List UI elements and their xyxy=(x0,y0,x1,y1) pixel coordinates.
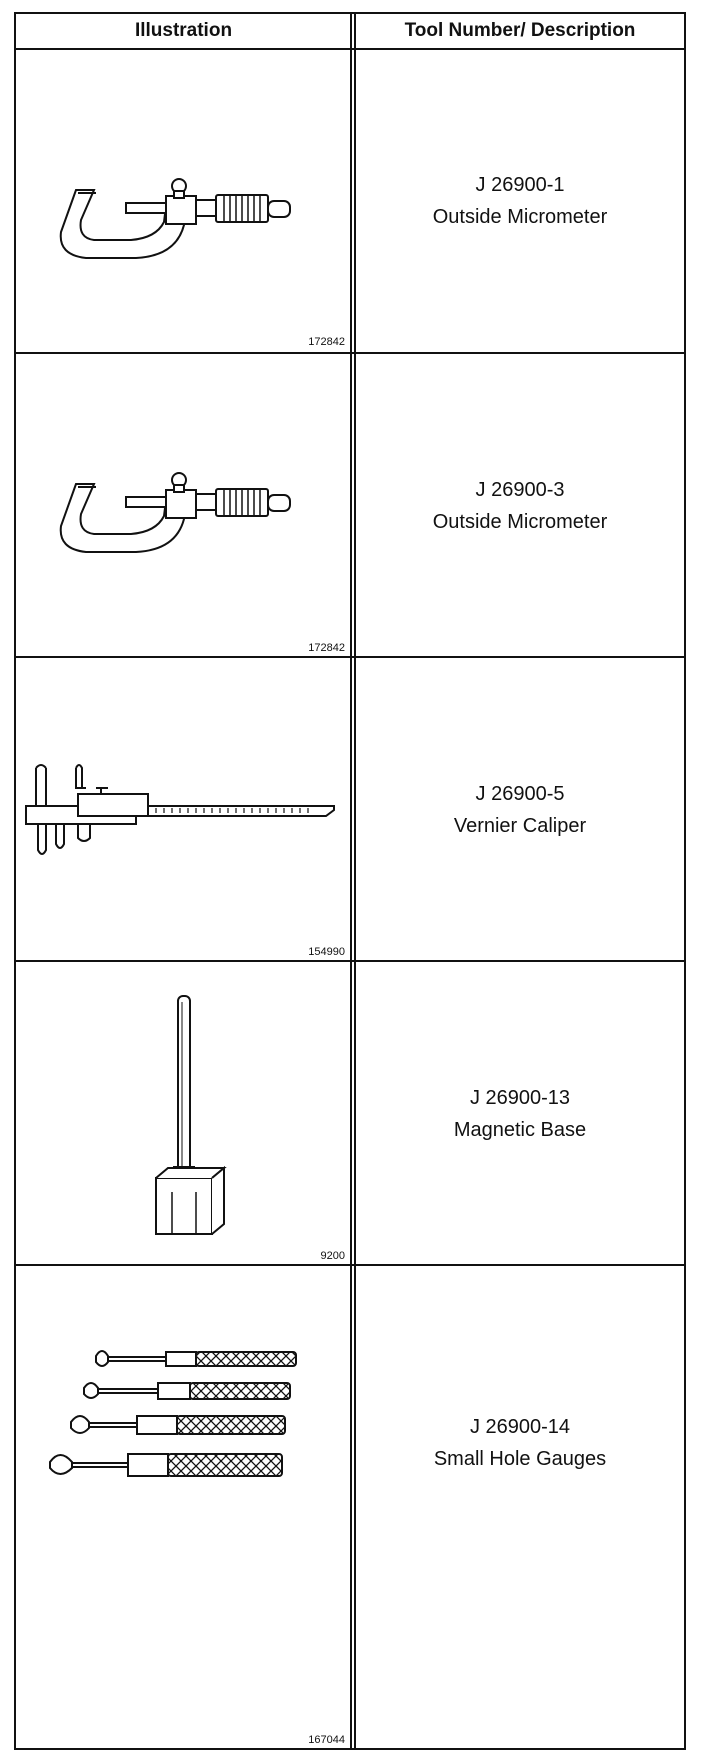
tool-number: J 26900-5 xyxy=(475,783,565,805)
table-header: Illustration Tool Number/ Description xyxy=(16,14,684,50)
illustration-cell: 172842 xyxy=(16,50,351,352)
illustration-cell: 172842 xyxy=(16,354,351,658)
figure-number: 154990 xyxy=(308,946,345,958)
table-row: 172842 J 26900-1 Outside Micrometer xyxy=(16,50,684,352)
small-hole-gauges-icon xyxy=(49,1350,297,1477)
header-illustration: Illustration xyxy=(134,20,233,41)
tool-description-cell: J 26900-3 Outside Micrometer xyxy=(356,354,684,658)
tool-number: J 26900-1 xyxy=(475,174,565,196)
table-row: 167044 J 26900-14 Small Hole Gauges xyxy=(16,1264,684,1750)
figure-number: 172842 xyxy=(308,336,345,348)
figure-number: 172842 xyxy=(308,642,345,654)
tool-table: Illustration Tool Number/ Description xyxy=(14,12,686,1750)
tool-description-cell: J 26900-5 Vernier Caliper xyxy=(356,658,684,962)
illustration-cell: 9200 xyxy=(16,962,351,1266)
tool-number: J 26900-3 xyxy=(475,479,565,501)
tool-description-cell: J 26900-14 Small Hole Gauges xyxy=(356,1266,684,1620)
column-divider xyxy=(350,14,356,1748)
table-row: 9200 J 26900-13 Magnetic Base xyxy=(16,960,684,1266)
vernier-caliper-icon xyxy=(25,764,335,855)
tool-description: Small Hole Gauges xyxy=(433,1448,607,1470)
tool-description-cell: J 26900-1 Outside Micrometer xyxy=(356,50,684,352)
tool-description: Magnetic Base xyxy=(453,1119,587,1141)
table-row: 172842 J 26900-3 Outside Micrometer xyxy=(16,352,684,658)
illustration-cell: 154990 xyxy=(16,658,351,962)
tool-description-cell: J 26900-13 Magnetic Base xyxy=(356,962,684,1266)
outside-micrometer-icon xyxy=(59,178,291,259)
tool-description: Outside Micrometer xyxy=(432,206,608,228)
outside-micrometer-icon xyxy=(59,472,291,553)
magnetic-base-icon xyxy=(155,995,227,1235)
header-tool-description: Tool Number/ Description xyxy=(404,20,636,41)
tool-description: Vernier Caliper xyxy=(453,815,587,837)
tool-number: J 26900-14 xyxy=(469,1416,571,1438)
illustration-cell: 167044 xyxy=(16,1266,351,1750)
table-row: 154990 J 26900-5 Vernier Caliper xyxy=(16,656,684,962)
figure-number: 167044 xyxy=(308,1734,345,1746)
tool-number: J 26900-13 xyxy=(469,1087,571,1109)
figure-number: 9200 xyxy=(320,1250,345,1262)
tool-description: Outside Micrometer xyxy=(432,511,608,533)
